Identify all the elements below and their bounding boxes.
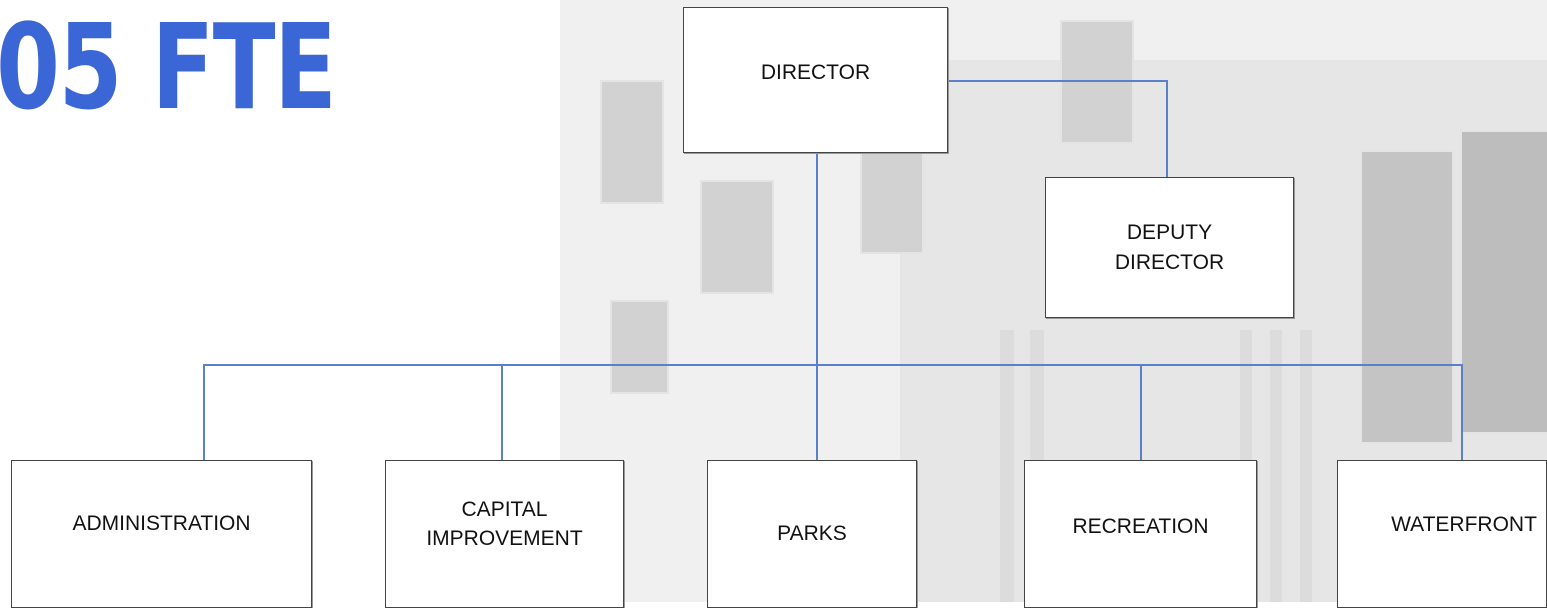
fte-heading: 05 FTE	[0, 0, 337, 136]
connector-waterfront	[1461, 364, 1463, 461]
connector-director-trunk	[816, 153, 818, 461]
administration-label: ADMINISTRATION	[72, 512, 251, 536]
capital-improvement-label: CAPITAL IMPROVEMENT	[426, 497, 583, 550]
connector-director-deputy-h	[948, 80, 1167, 82]
director-label: DIRECTOR	[760, 61, 871, 85]
administration-box[interactable]: ADMINISTRATION	[11, 460, 312, 608]
connector-recreation	[1140, 364, 1142, 461]
deputy-director-label: DEPUTY DIRECTOR	[1114, 221, 1225, 274]
parks-label: PARKS	[777, 522, 847, 546]
waterfront-box[interactable]: WATERFRONT	[1337, 460, 1547, 608]
recreation-box[interactable]: RECREATION	[1024, 460, 1257, 608]
recreation-label: RECREATION	[1072, 515, 1209, 539]
parks-box[interactable]: PARKS	[707, 460, 917, 608]
capital-improvement-box[interactable]: CAPITAL IMPROVEMENT	[385, 460, 624, 608]
deputy-director-box[interactable]: DEPUTY DIRECTOR	[1045, 177, 1294, 318]
connector-administration	[203, 364, 205, 461]
connector-director-deputy-v	[1166, 80, 1168, 177]
waterfront-label: WATERFRONT	[1391, 513, 1537, 537]
director-box[interactable]: DIRECTOR	[683, 7, 948, 153]
connector-divisions-bus	[203, 364, 1463, 366]
connector-capital-improvement	[501, 364, 503, 461]
